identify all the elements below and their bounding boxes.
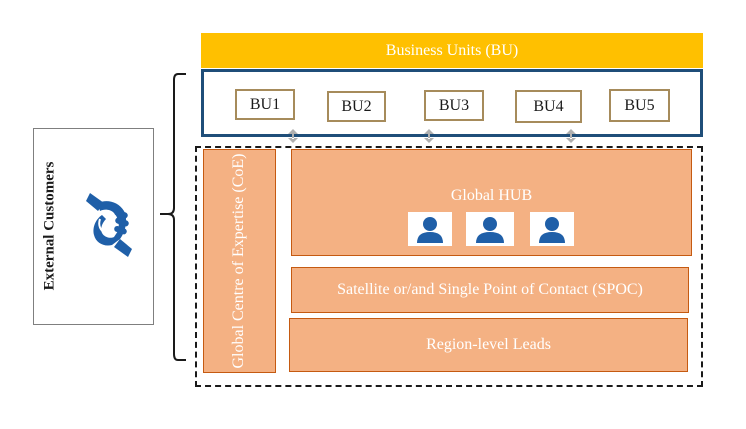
handshake-icon bbox=[86, 193, 132, 257]
bu-box: BU3 bbox=[424, 90, 484, 121]
bu-label: BU5 bbox=[624, 96, 655, 114]
external-customers-label: External Customers bbox=[41, 161, 58, 291]
bracket-connector bbox=[160, 73, 186, 361]
bu-box: BU5 bbox=[609, 89, 670, 122]
person-icon bbox=[530, 212, 574, 246]
business-units-header: Business Units (BU) bbox=[201, 33, 703, 68]
global-hub-box: Global HUB bbox=[291, 149, 692, 256]
bu-box: BU1 bbox=[235, 89, 295, 120]
organization-container bbox=[195, 146, 703, 387]
bu-box: BU4 bbox=[515, 90, 582, 123]
bu-label: BU1 bbox=[249, 95, 281, 113]
business-units-title: Business Units (BU) bbox=[385, 41, 519, 59]
double-arrow-icon bbox=[566, 129, 576, 143]
bu-label: BU3 bbox=[438, 96, 470, 114]
region-leads-box: Region-level Leads bbox=[289, 318, 688, 372]
double-arrow-icon bbox=[424, 129, 434, 143]
external-customers-box bbox=[33, 128, 154, 325]
spoc-box: Satellite or/and Single Point of Contact… bbox=[291, 267, 689, 313]
person-icon bbox=[466, 212, 514, 246]
coe-box bbox=[203, 149, 276, 373]
person-icon bbox=[408, 212, 452, 246]
bu-label: BU4 bbox=[533, 97, 564, 115]
coe-label: Global Centre of Expertise (CoE) bbox=[230, 153, 247, 369]
bu-label: BU2 bbox=[341, 97, 372, 115]
global-hub-label: Global HUB bbox=[450, 187, 533, 204]
spoc-label: Satellite or/and Single Point of Contact… bbox=[337, 281, 643, 298]
double-arrow-icon bbox=[288, 129, 298, 143]
bu-box: BU2 bbox=[327, 91, 386, 122]
region-leads-label: Region-level Leads bbox=[426, 336, 551, 353]
